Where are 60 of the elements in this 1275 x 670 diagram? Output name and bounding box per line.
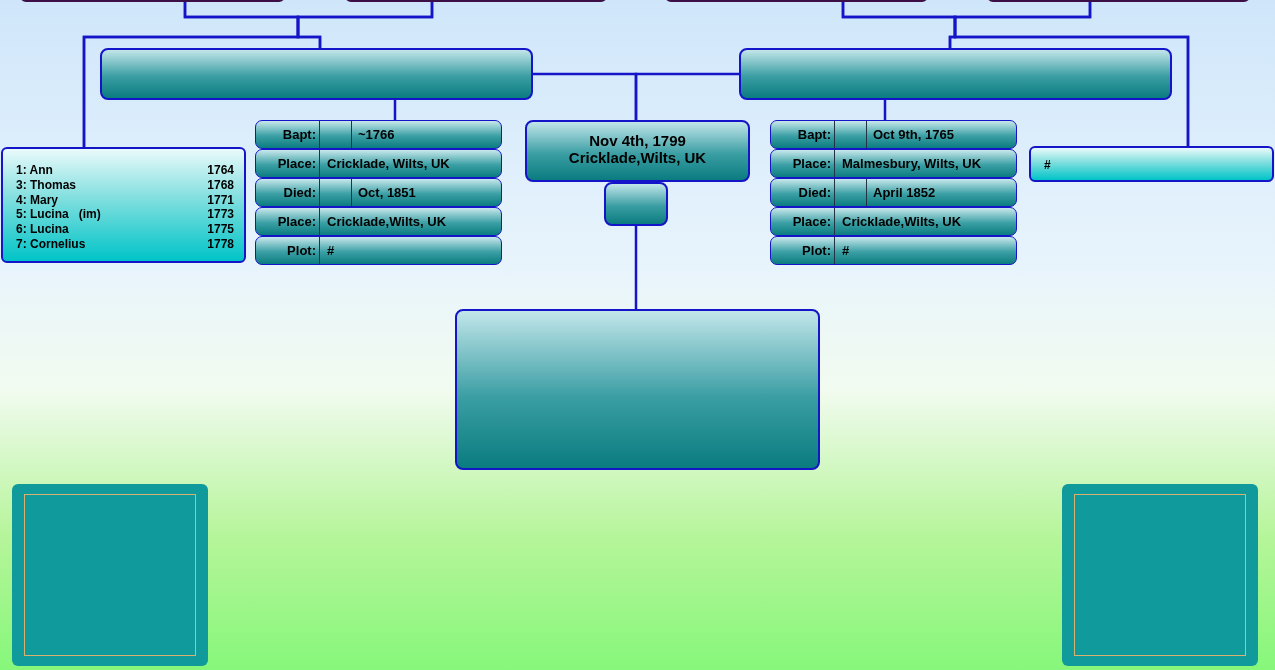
connector-line [634,72,739,120]
field-label: Died: [797,184,831,202]
record-value: # [1044,158,1051,172]
record-row [770,207,1017,236]
picture-frame [1062,484,1258,666]
birth-year: 1775 [207,222,234,237]
person-box [604,182,668,226]
connector-line [634,226,638,309]
child-name: 6: Lucina [16,222,69,237]
field-value: # [327,242,335,260]
record-row [255,149,502,178]
field-value: ~1766 [358,126,395,144]
birth-year: 1764 [207,163,234,177]
child-name: 7: Cornelius [16,237,86,251]
field-label: Plot: [286,242,316,260]
connector-line [82,2,434,147]
record-box [1029,146,1274,182]
connector-line [393,100,397,120]
child-name: 4: Mary [16,192,59,207]
field-value: Cricklade, Wilts, UK [327,155,450,173]
person-box [739,48,1172,100]
record-row [255,120,502,149]
child-name: 3: Thomas [16,177,76,192]
birth-year: 1768 [207,177,234,192]
field-label: Place: [276,213,316,231]
birth-year: 1778 [207,237,234,251]
field-label: Bapt: [796,126,831,144]
record-row [255,207,502,236]
record-row [255,178,502,207]
field-value: Oct 9th, 1765 [873,126,954,144]
marriage-box [525,120,750,182]
record-row [770,236,1017,265]
picture-frame [12,484,208,666]
birth-year: 1773 [207,207,234,222]
record-row [770,120,1017,149]
child-name: 1: Ann [16,163,53,177]
birth-year: 1771 [207,192,234,207]
record-row [770,149,1017,178]
field-value: # [842,242,850,260]
field-label: Plot: [801,242,831,260]
field-label: Died: [282,184,316,202]
field-value: Oct, 1851 [358,184,416,202]
record-row [255,236,502,265]
field-label: Bapt: [281,126,316,144]
person-box [455,309,820,470]
person-box [100,48,533,100]
field-value: Cricklade,Wilts, UK [327,213,447,231]
child-name: 5: Lucina (im) [16,207,101,222]
field-value: Cricklade,Wilts, UK [842,213,962,231]
field-value: April 1852 [873,184,936,202]
connector-line [953,2,1190,146]
field-label: Place: [791,155,831,173]
field-label: Place: [276,155,316,173]
field-value: Malmesbury, Wilts, UK [842,155,982,173]
marriage-place: Cricklade,Wilts, UK [567,149,708,166]
connector-line [883,100,887,120]
children-list-box [1,147,246,263]
field-label: Place: [791,213,831,231]
marriage-date: Nov 4th, 1799 [588,132,687,149]
record-row [770,178,1017,207]
